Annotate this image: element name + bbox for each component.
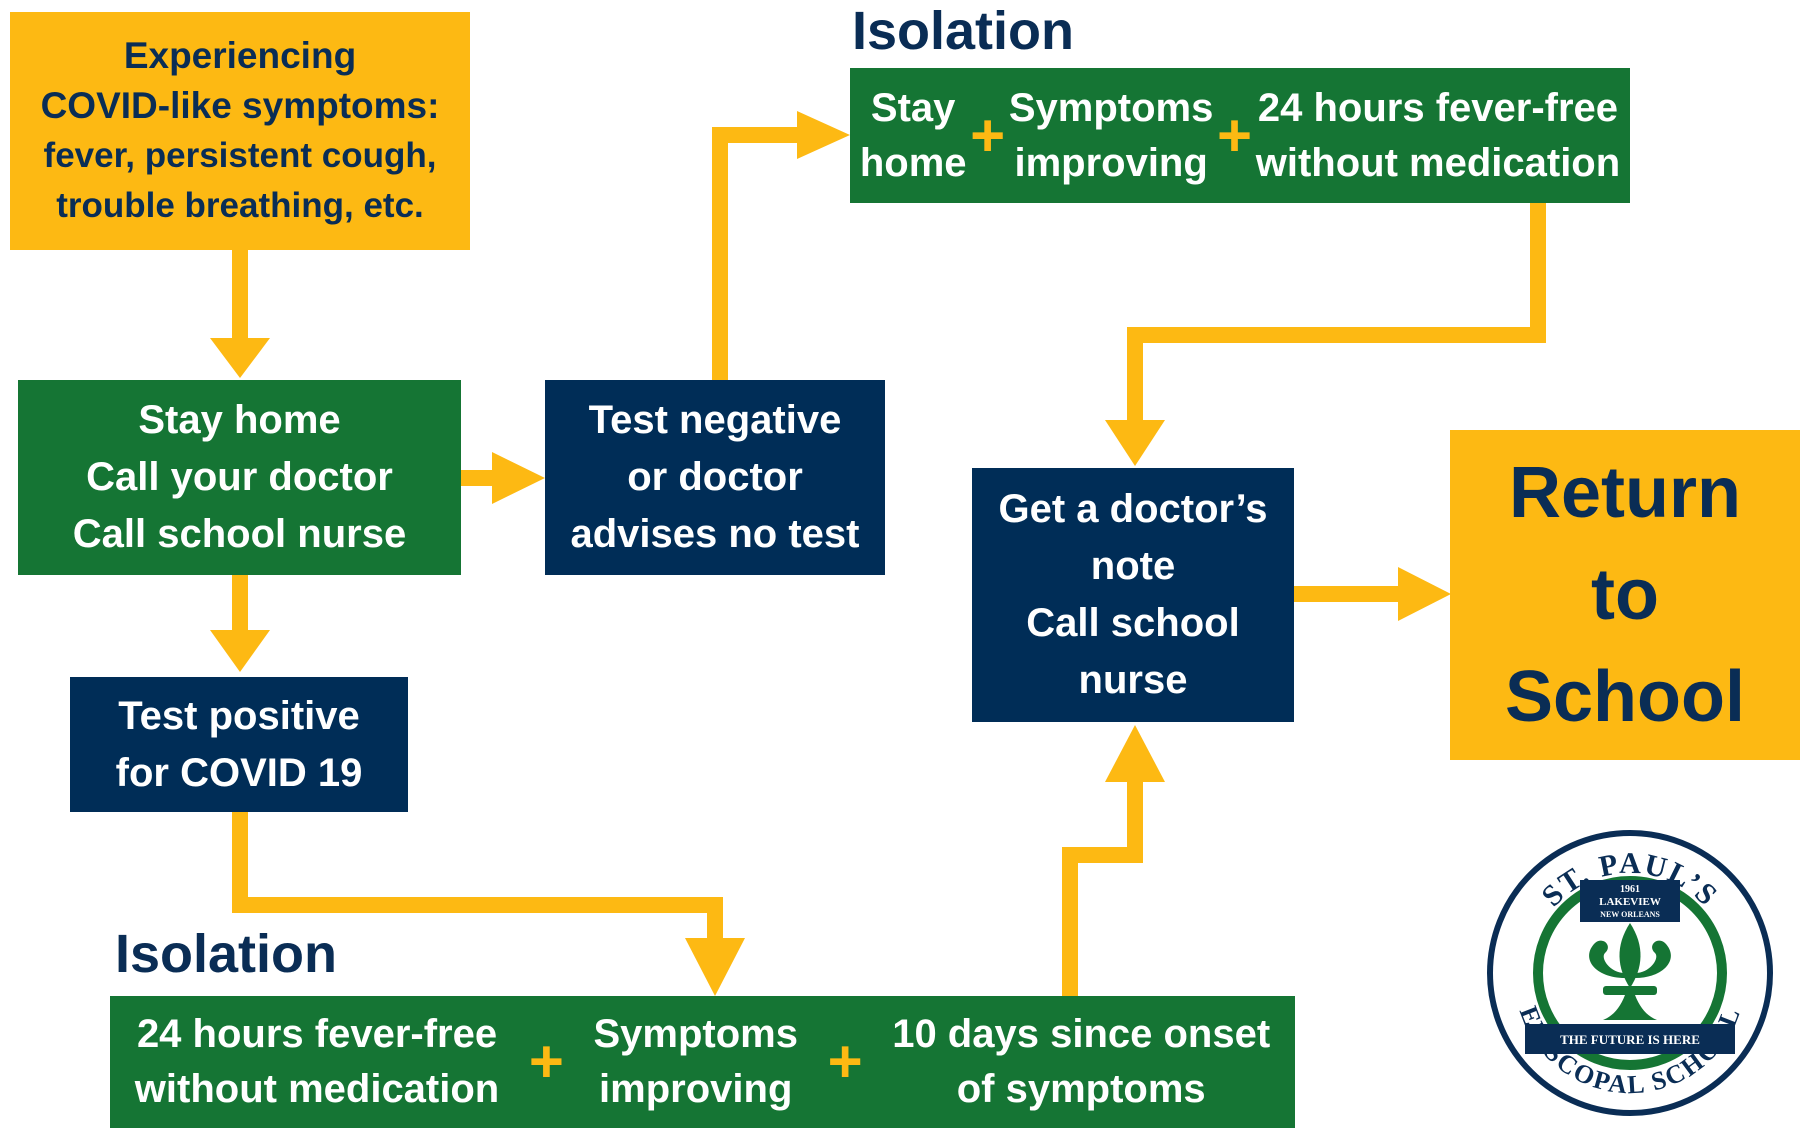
- test-negative-line-3: advises no test: [570, 512, 860, 556]
- test-positive-line-2: for COVID 19: [115, 750, 363, 795]
- stay-home-line-2: Call your doctor: [86, 455, 393, 499]
- doctor-note-line-4: nurse: [1078, 658, 1188, 702]
- test-positive-box: Test positive for COVID 19: [70, 677, 408, 812]
- isolation-top-item-1-line-2: home: [859, 140, 967, 185]
- symptoms-line-1: Experiencing: [123, 35, 357, 76]
- isolation-top-item-3: 24 hours fever-free without medication: [1256, 81, 1620, 191]
- return-line-1: Return: [1509, 453, 1741, 533]
- logo-banner-line-1: LAKEVIEW: [1599, 896, 1661, 908]
- test-negative-box: Test negative or doctor advises no test: [545, 380, 885, 575]
- doctor-note-line-3: Call school: [1026, 601, 1240, 645]
- arrow-isolation-bottom-to-doctor: [1062, 780, 1143, 996]
- isolation-top-item-1: Stay home: [860, 81, 967, 191]
- arrow-positive-to-isolation-bottom: [232, 812, 723, 940]
- stay-home-box: Stay home Call your doctor Call school n…: [18, 380, 461, 575]
- isolation-bottom-item-1-line-1: 24 hours fever-free: [136, 1012, 498, 1056]
- test-positive-line-1: Test positive: [118, 693, 360, 738]
- plus-icon: +: [827, 1028, 863, 1095]
- isolation-bottom-item-1-line-2: without medication: [134, 1067, 500, 1111]
- isolation-bottom-item-1: 24 hours fever-free without medication: [135, 1007, 499, 1117]
- return-line-2: to: [1591, 555, 1659, 635]
- stay-home-line-3: Call school nurse: [72, 512, 407, 556]
- symptoms-box: Experiencing COVID-like symptoms: fever,…: [10, 12, 470, 250]
- plus-icon: +: [528, 1028, 564, 1095]
- arrowhead: [1105, 420, 1165, 466]
- isolation-bottom-item-3-line-2: of symptoms: [956, 1067, 1206, 1111]
- plus-icon: +: [1217, 101, 1253, 169]
- arrowhead: [685, 938, 745, 996]
- logo-year: 1961: [1620, 884, 1640, 895]
- isolation-top-item-3-line-1: 24 hours fever-free: [1257, 85, 1619, 130]
- isolation-top-heading: Isolation: [852, 1, 1075, 61]
- fleur-de-lis-icon: [1589, 923, 1671, 1020]
- arrowhead: [1105, 725, 1165, 782]
- isolation-bottom-item-2-line-2: improving: [599, 1067, 793, 1111]
- test-negative-line-2: or doctor: [627, 455, 803, 499]
- isolation-top-item-1-line-1: Stay: [870, 85, 956, 130]
- isolation-top-item-2-line-2: improving: [1014, 140, 1208, 185]
- isolation-bottom-row: 24 hours fever-free without medication +…: [110, 996, 1295, 1128]
- isolation-top-item-2: Symptoms improving: [1009, 81, 1214, 191]
- arrowhead: [797, 111, 850, 159]
- symptoms-line-4: trouble breathing, etc.: [56, 186, 424, 225]
- arrow-isolation-top-to-doctor: [1127, 202, 1546, 425]
- doctor-note-line-2: note: [1090, 544, 1176, 588]
- symptoms-line-2: COVID-like symptoms:: [40, 85, 440, 126]
- symptoms-line-3: fever, persistent cough,: [43, 136, 437, 175]
- logo-top-banner: [1580, 880, 1680, 922]
- arrow-negative-to-isolation-top: [712, 127, 800, 380]
- doctor-note-box: Get a doctor’s note Call school nurse: [972, 468, 1294, 722]
- logo-banner-line-2: NEW ORLEANS: [1600, 910, 1660, 919]
- logo-motto-banner: [1525, 1024, 1735, 1054]
- isolation-bottom-item-3-line-1: 10 days since onset: [892, 1012, 1271, 1056]
- school-seal-logo: ST. PAUL’S EPISCOPAL SCHOOL 1961 LAKEVIE…: [1487, 830, 1773, 1116]
- isolation-bottom-item-3: 10 days since onset of symptoms: [892, 1007, 1270, 1117]
- arrowhead: [210, 338, 270, 378]
- isolation-top-item-2-line-1: Symptoms: [1008, 85, 1214, 130]
- arrowhead: [210, 630, 270, 672]
- stay-home-line-1: Stay home: [138, 398, 341, 442]
- doctor-note-line-1: Get a doctor’s: [998, 487, 1268, 531]
- isolation-bottom-heading: Isolation: [115, 924, 338, 984]
- arrowhead: [1398, 567, 1451, 621]
- return-to-school-box: Return to School: [1450, 430, 1800, 760]
- isolation-top-item-3-line-2: without medication: [1255, 140, 1621, 185]
- return-line-3: School: [1504, 657, 1745, 737]
- arrowhead: [492, 452, 545, 504]
- isolation-top-row: Stay home + Symptoms improving + 24 hour…: [850, 68, 1630, 203]
- isolation-bottom-item-2: Symptoms improving: [593, 1007, 798, 1117]
- test-negative-line-1: Test negative: [588, 398, 842, 442]
- plus-icon: +: [970, 101, 1006, 169]
- logo-motto: THE FUTURE IS HERE: [1560, 1032, 1700, 1047]
- isolation-bottom-item-2-line-1: Symptoms: [593, 1012, 798, 1056]
